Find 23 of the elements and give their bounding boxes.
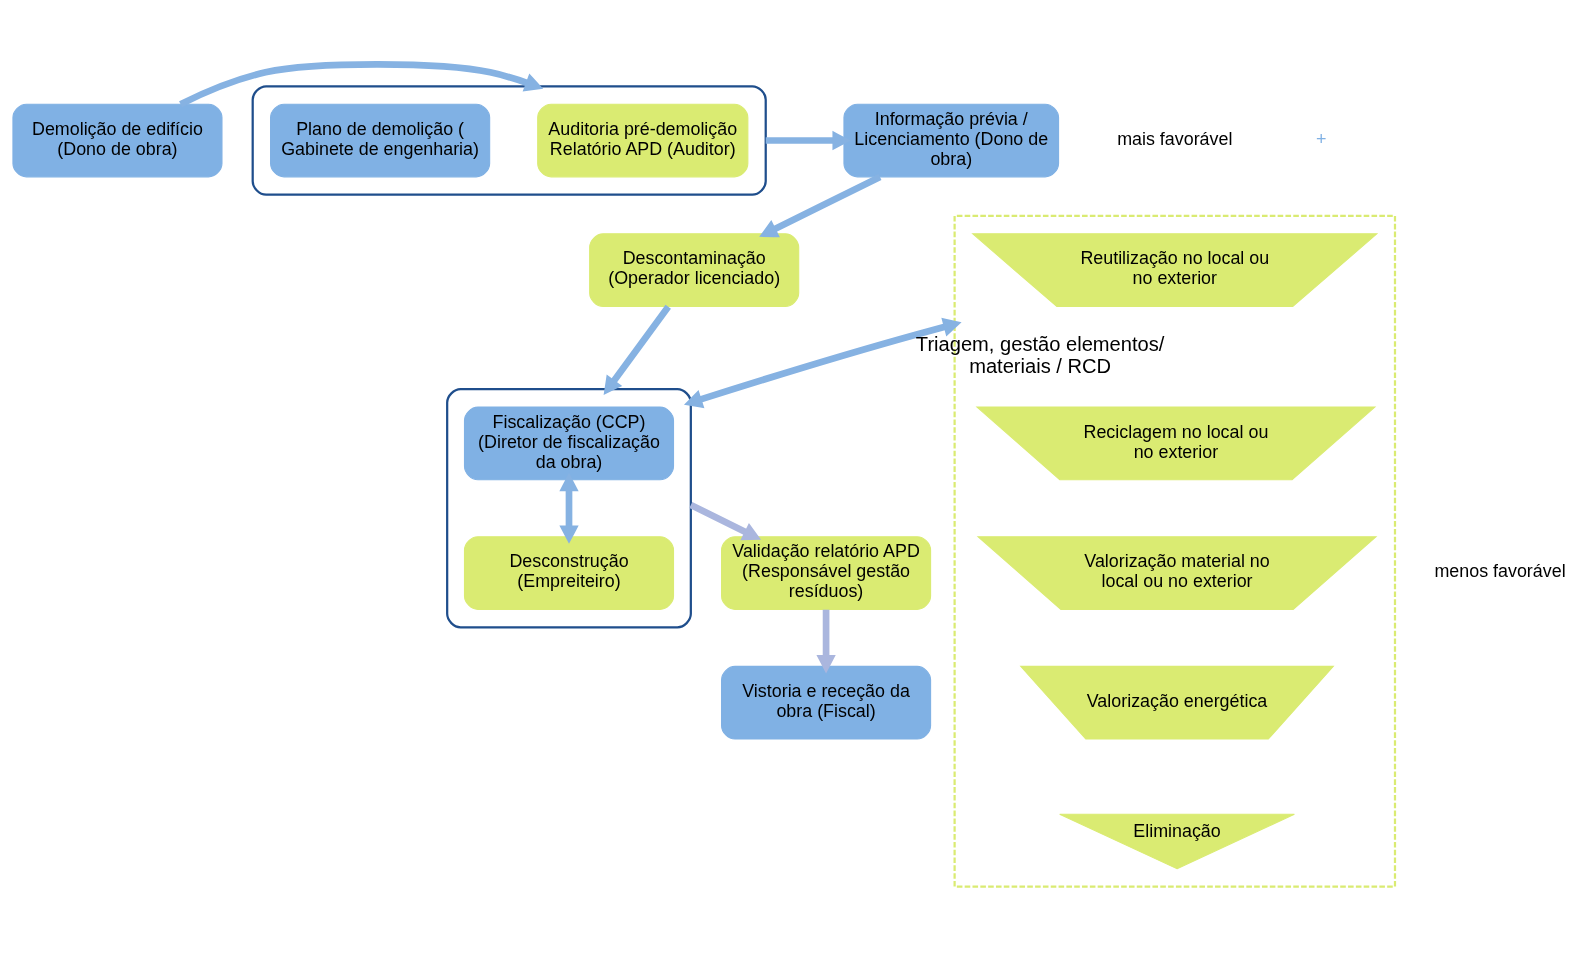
arrow <box>559 472 579 544</box>
cluster <box>251 85 767 196</box>
label: menos favorável <box>1434 561 1566 582</box>
node-box: Validação relatório APD (Responsável gestão resíduos) <box>721 536 932 610</box>
node-box: Demolição de edifício (Dono de obra) <box>12 103 223 178</box>
arrow <box>179 61 544 108</box>
node-box: Informação prévia / Licenciamento (Dono de obra) <box>843 103 1060 178</box>
arrow <box>759 173 882 238</box>
arrow <box>689 501 762 541</box>
node-box: Desconstrução (Empreiteiro) <box>463 536 675 610</box>
arrow <box>683 317 962 409</box>
arrow <box>765 130 851 151</box>
node-box: Vistoria e receção da obra (Fiscal) <box>721 665 932 740</box>
node-box: Descontaminação (Operador licenciado) <box>589 233 800 308</box>
arrow <box>816 609 836 674</box>
label: + <box>1315 128 1327 149</box>
arrow <box>603 304 671 396</box>
node-box: Plano de demolição ( Gabinete de engenharia) <box>270 103 491 178</box>
cluster <box>446 388 692 629</box>
edge-label: Triagem, gestão elementos/ materiais / RCD <box>915 332 1165 377</box>
label: mais favorável <box>1117 128 1233 149</box>
node-box: Fiscalização (CCP) (Diretor de fiscalização da obra) <box>463 406 675 481</box>
node-box: Auditoria pré-demolição Relatório APD (Auditor) <box>537 103 749 178</box>
